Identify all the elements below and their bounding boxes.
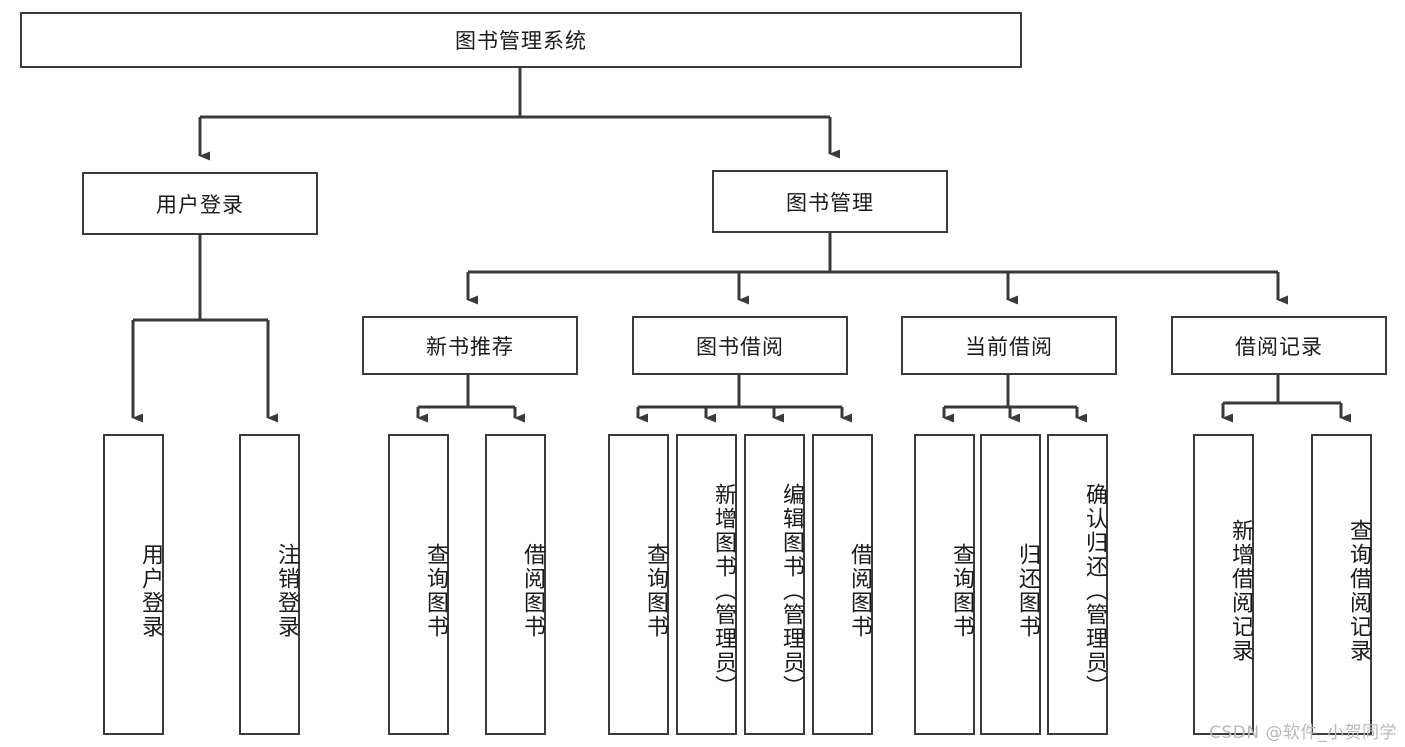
leaf-borrow-book-1[interactable]: 借阅图书 bbox=[485, 434, 546, 735]
leaf-confirm-return-label: 确认归还（管理员） bbox=[1082, 482, 1107, 699]
node-book-manage-label: 图书管理 bbox=[786, 190, 874, 215]
leaf-add-book[interactable]: 新增图书（管理员） bbox=[676, 434, 737, 735]
leaf-user-logout-label: 注销登录 bbox=[274, 542, 299, 639]
node-current-borrow-label: 当前借阅 bbox=[965, 334, 1053, 359]
leaf-query-book-3-label: 查询图书 bbox=[949, 542, 974, 639]
leaf-return-book[interactable]: 归还图书 bbox=[980, 434, 1041, 735]
node-book-manage[interactable]: 图书管理 bbox=[712, 170, 948, 233]
leaf-query-book-1-label: 查询图书 bbox=[423, 542, 448, 639]
node-book-borrow[interactable]: 图书借阅 bbox=[632, 316, 848, 375]
node-new-book-rec-label: 新书推荐 bbox=[426, 334, 514, 359]
node-user-login-label: 用户登录 bbox=[156, 192, 244, 217]
leaf-query-book-1[interactable]: 查询图书 bbox=[388, 434, 449, 735]
leaf-add-book-label: 新增图书（管理员） bbox=[711, 482, 736, 699]
leaf-user-logout[interactable]: 注销登录 bbox=[239, 434, 300, 735]
leaf-borrow-book-2[interactable]: 借阅图书 bbox=[812, 434, 873, 735]
leaf-edit-book-label: 编辑图书（管理员） bbox=[779, 482, 804, 699]
node-book-borrow-label: 图书借阅 bbox=[696, 334, 784, 359]
node-user-login[interactable]: 用户登录 bbox=[82, 172, 318, 235]
leaf-user-login[interactable]: 用户登录 bbox=[103, 434, 164, 735]
node-borrow-record[interactable]: 借阅记录 bbox=[1171, 316, 1387, 375]
leaf-add-record-label: 新增借阅记录 bbox=[1228, 518, 1253, 663]
leaf-edit-book[interactable]: 编辑图书（管理员） bbox=[744, 434, 805, 735]
node-root-label: 图书管理系统 bbox=[455, 29, 587, 53]
leaf-query-record-label: 查询借阅记录 bbox=[1346, 518, 1371, 663]
leaf-query-book-2[interactable]: 查询图书 bbox=[608, 434, 669, 735]
leaf-user-login-label: 用户登录 bbox=[138, 542, 163, 639]
leaf-add-record[interactable]: 新增借阅记录 bbox=[1193, 434, 1254, 735]
node-current-borrow[interactable]: 当前借阅 bbox=[901, 316, 1117, 375]
leaf-borrow-book-2-label: 借阅图书 bbox=[847, 542, 872, 639]
leaf-return-book-label: 归还图书 bbox=[1015, 542, 1040, 639]
node-borrow-record-label: 借阅记录 bbox=[1235, 334, 1323, 359]
leaf-borrow-book-1-label: 借阅图书 bbox=[520, 542, 545, 639]
leaf-query-book-3[interactable]: 查询图书 bbox=[914, 434, 975, 735]
leaf-query-record[interactable]: 查询借阅记录 bbox=[1311, 434, 1372, 735]
watermark-text: CSDN @软件_小贺同学 bbox=[1209, 723, 1397, 743]
node-new-book-rec[interactable]: 新书推荐 bbox=[362, 316, 578, 375]
leaf-confirm-return[interactable]: 确认归还（管理员） bbox=[1047, 434, 1108, 735]
leaf-query-book-2-label: 查询图书 bbox=[643, 542, 668, 639]
node-root[interactable]: 图书管理系统 bbox=[20, 12, 1022, 68]
